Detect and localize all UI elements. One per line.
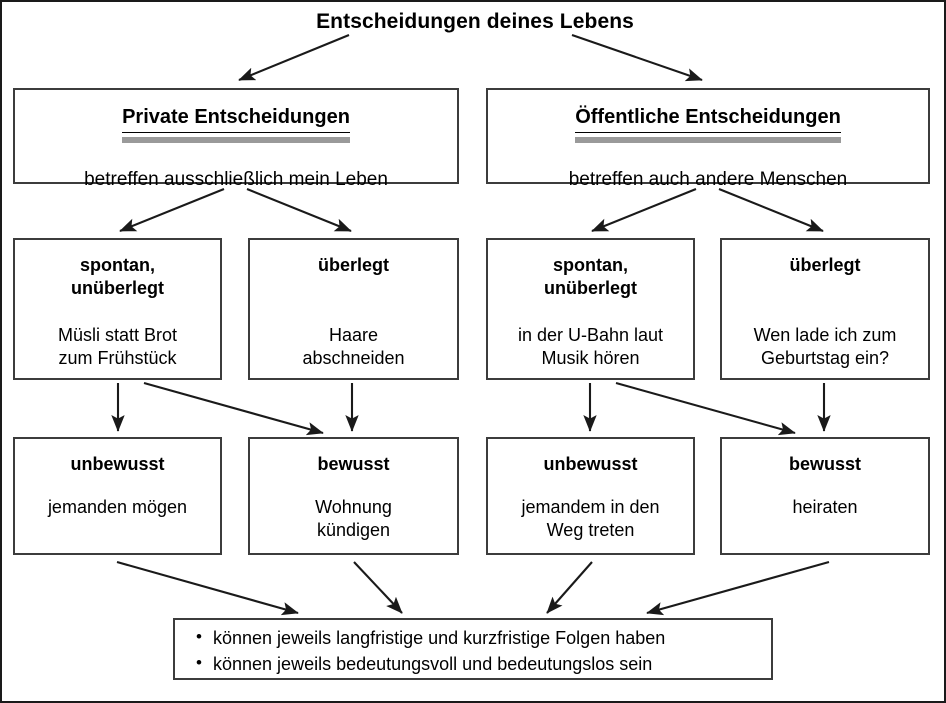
level3-example-line1: Wohnung <box>315 496 392 517</box>
category-public-underline-bar <box>575 137 841 143</box>
arrow-title-to-private <box>238 34 350 81</box>
level2-heading: spontan, unüberlegt <box>544 254 637 300</box>
arrow-unbewusst1-to-summary <box>116 560 299 616</box>
level2-heading: spontan, unüberlegt <box>71 254 164 300</box>
summary-item: können jeweils bedeutungsvoll und bedeut… <box>196 651 771 678</box>
level2-box-public-spontan[interactable]: spontan, unüberlegt in der U-Bahn laut M… <box>486 238 695 380</box>
level3-example-line1: heiraten <box>792 496 858 517</box>
level2-example-line1: Haare <box>328 324 379 345</box>
arrow-bewusst2-to-summary <box>646 560 830 616</box>
level3-heading: unbewusst <box>543 454 638 474</box>
level2-box-public-ueberlegt[interactable]: überlegt Wen lade ich zum Geburtstag ein… <box>720 238 930 380</box>
level2-example-line1: in der U-Bahn laut <box>517 324 664 345</box>
arrow-spontan2-to-bewusst2 <box>615 381 796 436</box>
category-public-heading: Öffentliche Entscheidungen <box>575 106 841 133</box>
arrow-spontan1-to-bewusst1 <box>143 381 324 436</box>
category-private-heading: Private Entscheidungen <box>122 106 350 133</box>
level2-example-line1: Müsli statt Brot <box>57 324 178 345</box>
arrow-public-to-ueberlegt <box>718 188 824 232</box>
arrow-private-to-ueberlegt <box>246 188 352 232</box>
level3-example-line1: jemandem in den <box>521 496 660 517</box>
level3-example: jemandem in den Weg treten <box>521 496 659 543</box>
summary-list: können jeweils langfristige und kurzfris… <box>193 625 771 678</box>
category-public-subtitle: betreffen auch andere Menschen <box>568 169 848 190</box>
level2-example: Haare abschneiden <box>302 324 404 370</box>
level2-example-line2: Musik hören <box>541 347 640 368</box>
level3-example-line2: Weg treten <box>546 520 635 541</box>
level2-heading-line2: unüberlegt <box>544 277 637 298</box>
level2-box-private-ueberlegt[interactable]: überlegt Haare abschneiden <box>248 238 459 380</box>
level2-heading-line1: spontan, <box>80 255 155 275</box>
level2-example: Wen lade ich zum Geburtstag ein? <box>754 324 897 370</box>
level3-example-line1: jemanden mögen <box>47 496 188 517</box>
category-box-private[interactable]: Private Entscheidungen betreffen ausschl… <box>13 88 459 190</box>
category-public-heading-wrap: Öffentliche Entscheidungen <box>575 106 841 143</box>
category-box-public[interactable]: Öffentliche Entscheidungen betreffen auc… <box>486 88 930 190</box>
level2-example-line2: Geburtstag ein? <box>760 347 890 368</box>
level2-heading: überlegt <box>789 254 860 277</box>
level3-heading: unbewusst <box>70 454 165 474</box>
level2-example-line2: abschneiden <box>302 347 405 368</box>
level2-box-private-spontan[interactable]: spontan, unüberlegt Müsli statt Brot zum… <box>13 238 222 380</box>
level3-example: jemanden mögen <box>48 496 187 519</box>
level2-heading-line2: unüberlegt <box>71 277 164 298</box>
level2-heading: überlegt <box>318 254 389 277</box>
level2-heading-line1: überlegt <box>789 255 861 275</box>
level3-example: Wohnung kündigen <box>315 496 392 543</box>
level2-heading-line1: überlegt <box>317 255 389 275</box>
level2-example-line2: zum Frühstück <box>58 347 177 368</box>
level3-example-line2: kündigen <box>316 520 391 541</box>
summary-box[interactable]: können jeweils langfristige und kurzfris… <box>173 618 773 680</box>
arrow-title-to-public <box>571 34 703 82</box>
level3-box-public-bewusst[interactable]: bewusst heiraten <box>720 437 930 555</box>
summary-item: können jeweils langfristige und kurzfris… <box>196 625 771 652</box>
category-private-heading-wrap: Private Entscheidungen <box>122 106 350 143</box>
level3-heading: bewusst <box>788 454 862 474</box>
arrow-private-to-spontan <box>119 188 225 232</box>
level2-example: in der U-Bahn laut Musik hören <box>518 324 663 370</box>
arrow-bewusst1-to-summary <box>353 561 403 614</box>
level2-example-line1: Wen lade ich zum <box>753 324 897 345</box>
category-private-underline-bar <box>122 137 350 143</box>
arrow-unbewusst2-to-summary <box>546 561 593 614</box>
level3-box-public-unbewusst[interactable]: unbewusst jemandem in den Weg treten <box>486 437 695 555</box>
level3-heading: bewusst <box>317 454 390 474</box>
level3-box-private-unbewusst[interactable]: unbewusst jemanden mögen <box>13 437 222 555</box>
level2-example: Müsli statt Brot zum Frühstück <box>58 324 177 370</box>
category-private-subtitle: betreffen ausschließlich mein Leben <box>84 169 388 190</box>
level3-example: heiraten <box>792 496 857 519</box>
page-title: Entscheidungen deines Lebens <box>316 10 634 33</box>
arrow-public-to-spontan <box>591 188 697 232</box>
level3-box-private-bewusst[interactable]: bewusst Wohnung kündigen <box>248 437 459 555</box>
level2-heading-line1: spontan, <box>553 255 628 275</box>
